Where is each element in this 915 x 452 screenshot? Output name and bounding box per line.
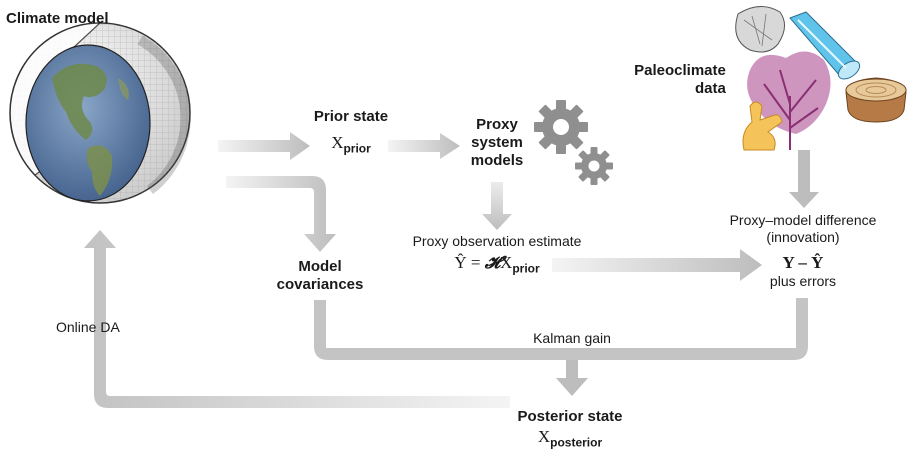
innovation-label: Proxy–model difference (innovation) [729,212,877,245]
posterior-state-title: Posterior state [517,408,623,425]
climate-model-globe [9,22,191,204]
kalman-gain-connector [314,298,808,360]
arrow-prior-to-psm [388,133,460,159]
arrow-psm-to-estimate [482,182,512,230]
climate-model-title: Climate model [6,10,109,27]
tree-ring-icon [845,77,907,123]
arrow-online-da-loop [84,230,510,408]
arrow-paleo-to-innovation [789,150,819,208]
innovation-expression: Y – Ŷ [782,253,824,272]
paleoclimate-title: Paleoclimate data [634,62,726,97]
arrow-globe-to-covariances [226,176,336,252]
ice-core-icon [789,11,861,80]
kalman-gain-label: Kalman gain [533,330,611,346]
proxy-system-models-label: Proxy system models [470,116,524,169]
proxy-observation-equation: Ŷ = 𝓗Xprior [454,253,540,276]
online-da-label: Online DA [56,319,120,335]
gear-icon [534,100,588,154]
coral-fan-icon [747,51,831,150]
coral-icon [742,101,783,151]
model-covariances-label: Model covariances [276,258,364,293]
gear-icon [575,147,613,185]
prior-state-symbol: Xprior [331,133,371,156]
arrow-estimate-to-innovation [552,249,762,281]
proxy-observation-estimate-title: Proxy observation estimate [412,233,582,249]
arrow-globe-to-prior [218,132,310,160]
plus-errors-label: plus errors [769,273,837,289]
fossil-leaf-icon [735,6,785,53]
arrow-kalman-to-posterior [556,360,588,396]
posterior-state-symbol: Xposterior [537,427,603,450]
prior-state-title: Prior state [313,108,389,125]
